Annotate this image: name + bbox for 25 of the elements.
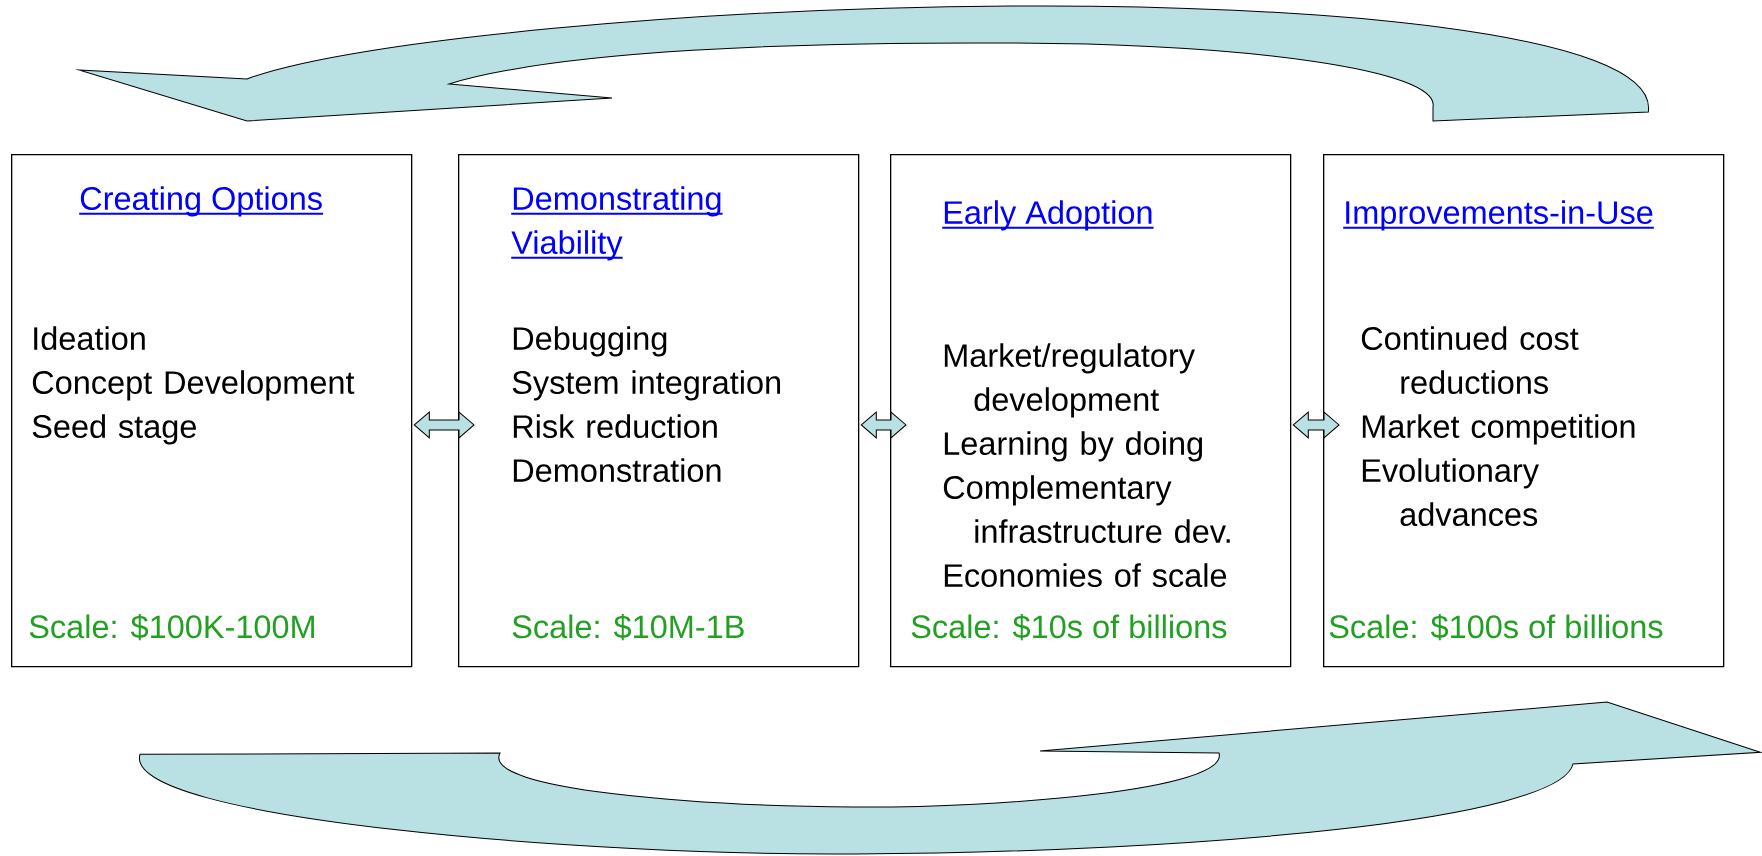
list-item: System integration <box>512 370 780 401</box>
scale-text: Scale: $100s of billions <box>1329 613 1663 641</box>
double-arrow <box>1292 411 1340 439</box>
heading-link: Creating Options <box>78 186 325 217</box>
list-item: Market/regulatory development <box>944 343 1195 418</box>
list-item: Debugging <box>513 326 667 357</box>
list-item: Evolutionary advances <box>1362 458 1539 527</box>
scale-text: Scale: $10s of billions <box>911 613 1227 641</box>
list-item: Seed stage <box>32 414 196 445</box>
list-item: Learning by doing <box>944 431 1203 462</box>
list-item: Market competition <box>1362 414 1635 445</box>
heading-link: Early Adoption <box>941 200 1155 231</box>
double-arrow <box>860 411 907 439</box>
list-item: Complementary infrastructure dev. <box>943 475 1230 544</box>
double-arrow <box>413 411 475 439</box>
list-item: Risk reduction <box>513 414 717 439</box>
list-item: Ideation <box>34 326 145 351</box>
heading-link: Demonstrating Viability <box>510 186 724 261</box>
list-item: Economies of scale <box>944 563 1227 588</box>
heading-link: Improvements-in-Use <box>1342 200 1655 231</box>
scale-text: Scale: $100K-100M <box>29 613 314 641</box>
list-item: Continued cost reductions <box>1361 326 1579 395</box>
scale-text: Scale: $10M-1B <box>512 613 744 641</box>
list-item: Demonstration <box>513 458 721 483</box>
list-item: Concept Development <box>32 370 355 401</box>
